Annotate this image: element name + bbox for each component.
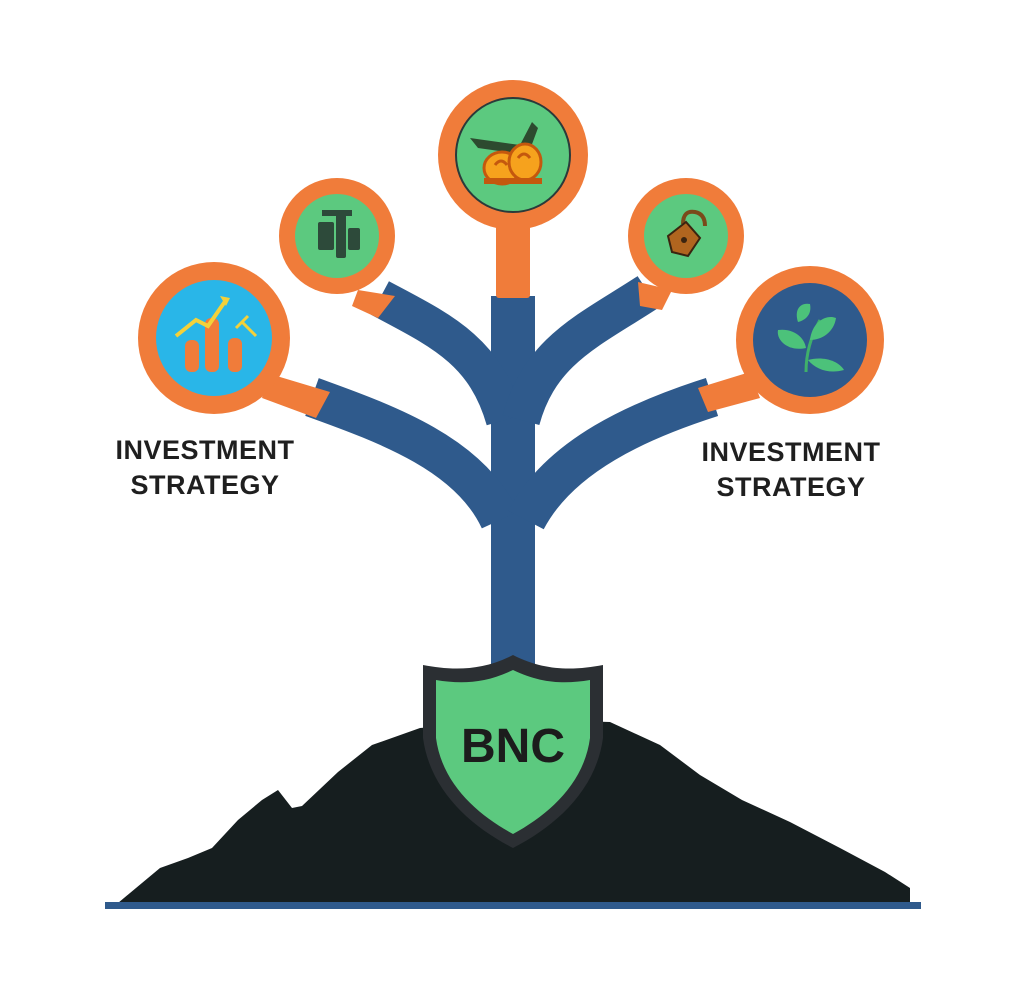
padlock-icon bbox=[666, 209, 707, 258]
label-left-line-2: STRATEGY bbox=[130, 470, 280, 500]
gold-coins-node bbox=[438, 80, 588, 230]
ground-line bbox=[105, 902, 921, 909]
branch-mid-right bbox=[502, 276, 659, 426]
machinery-icon bbox=[318, 210, 360, 258]
branch-far-right bbox=[508, 377, 719, 530]
leaf-sprout-icon bbox=[777, 303, 844, 373]
label-right-line-1: INVESTMENT bbox=[701, 437, 881, 467]
branch-mid-left bbox=[371, 281, 524, 426]
shield-label: BNC bbox=[461, 720, 565, 773]
padlock-node bbox=[628, 178, 744, 294]
leaf-node bbox=[736, 266, 884, 414]
bnc-shield: BNC bbox=[423, 655, 603, 848]
growth-chart-node bbox=[138, 262, 290, 414]
machinery-node bbox=[279, 178, 395, 294]
tree-branches bbox=[305, 276, 719, 665]
investment-strategy-label-left: INVESTMENT STRATEGY bbox=[90, 433, 320, 503]
investment-strategy-label-right: INVESTMENT STRATEGY bbox=[676, 435, 906, 505]
branch-far-left bbox=[305, 378, 519, 530]
gold-coins-icon bbox=[470, 122, 543, 186]
label-left-line-1: INVESTMENT bbox=[115, 435, 295, 465]
rising-bar-chart-icon bbox=[174, 296, 258, 372]
label-right-line-2: STRATEGY bbox=[716, 472, 866, 502]
branch-connectors bbox=[262, 222, 760, 418]
